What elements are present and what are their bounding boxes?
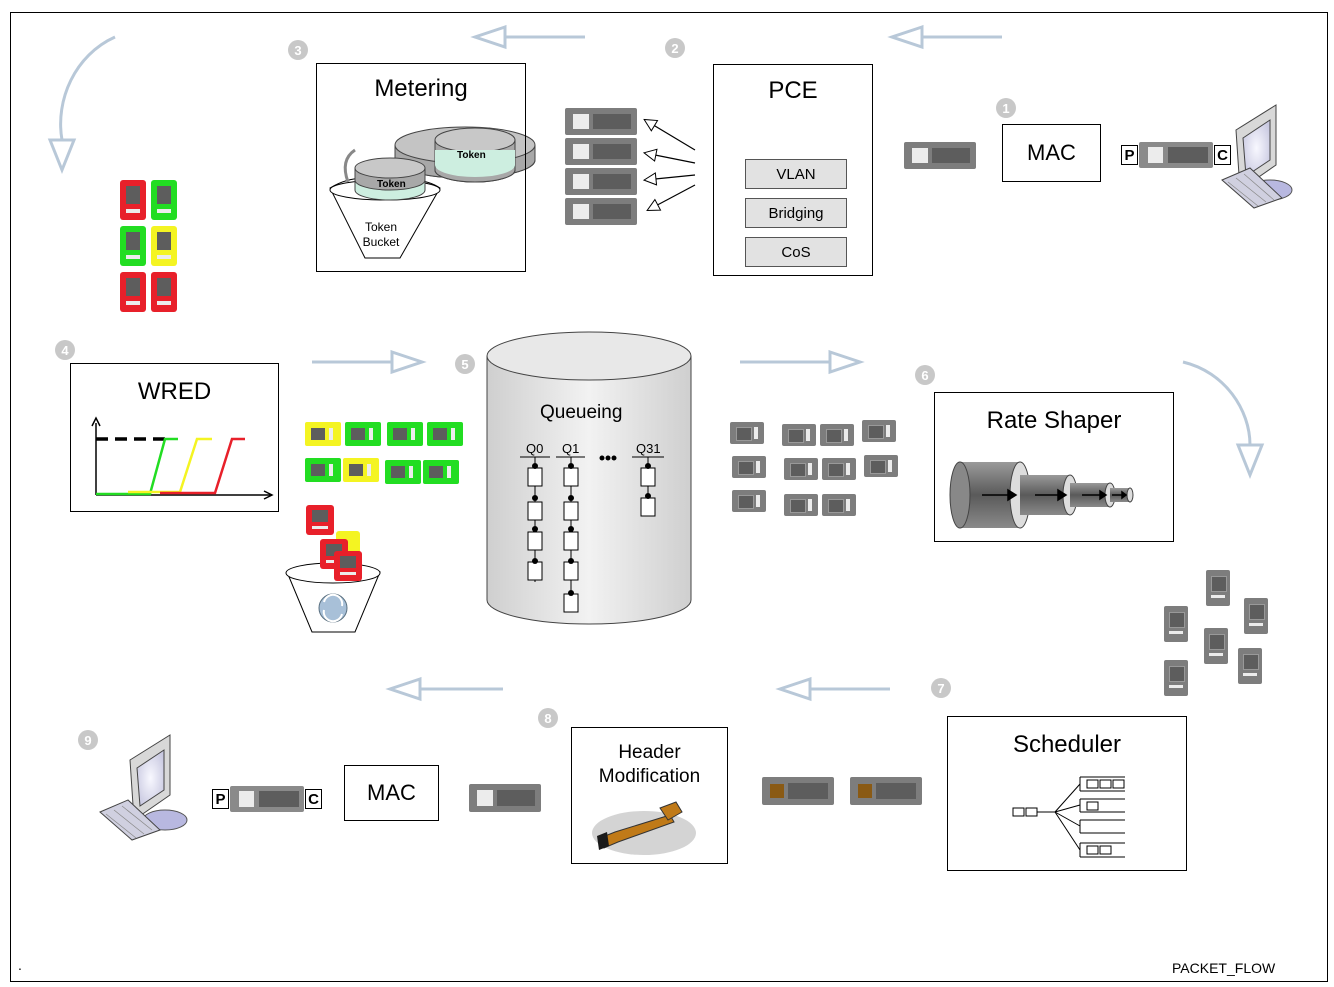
scheduled-packets bbox=[762, 777, 924, 807]
scheduler-title: Scheduler bbox=[1012, 731, 1122, 758]
queue-columns bbox=[520, 455, 664, 613]
flow-arrow-top-mid bbox=[470, 24, 585, 50]
figure-id-label: PACKET_FLOW bbox=[1172, 960, 1276, 976]
shaped-packets bbox=[1160, 568, 1270, 698]
flow-arrow-bottom-right bbox=[775, 676, 890, 702]
pce-cos: CoS bbox=[745, 237, 847, 267]
step-2-label: 2 bbox=[671, 41, 678, 56]
step-5-label: 5 bbox=[461, 357, 468, 372]
queue-cylinder bbox=[486, 331, 692, 625]
packet-mac-out bbox=[469, 784, 541, 812]
packet-stack-pce bbox=[565, 108, 637, 226]
frame-crc-top: C bbox=[1214, 145, 1231, 165]
wrench-icon bbox=[592, 801, 696, 855]
step-7-label: 7 bbox=[937, 681, 944, 696]
step-badges bbox=[55, 38, 1016, 750]
wred-box: WRED bbox=[70, 363, 279, 512]
header-mod-line1: Header bbox=[618, 742, 681, 763]
pce-title: PCE bbox=[768, 77, 818, 104]
token-bucket-label: Token Bucket bbox=[362, 220, 400, 249]
frame-body-bottom bbox=[230, 786, 304, 812]
flow-arrow-curve-left bbox=[47, 35, 116, 175]
queue-q1-label: Q1 bbox=[562, 441, 580, 456]
pce-fanout-arrows bbox=[645, 120, 696, 210]
pce-vlan: VLAN bbox=[745, 159, 847, 189]
scheduler-tree bbox=[1012, 776, 1125, 858]
rate-shaper-title: Rate Shaper bbox=[986, 407, 1122, 434]
computer-icon-destination bbox=[99, 734, 188, 841]
wred-output-packets bbox=[305, 422, 465, 488]
metered-packets bbox=[120, 180, 180, 314]
rate-shaper-box: Rate Shaper bbox=[934, 392, 1174, 542]
flow-arrow-wred-to-queue bbox=[312, 349, 427, 375]
footer-dot: . bbox=[18, 957, 22, 973]
packet-mac-in bbox=[904, 142, 976, 169]
step-badge-labels: 1 2 3 4 5 6 7 8 9 bbox=[61, 41, 1009, 748]
token-bucket-graphic bbox=[329, 126, 536, 259]
flow-arrow-queue-to-shaper bbox=[740, 349, 865, 375]
mac-in-title: MAC bbox=[1027, 140, 1076, 165]
frame-preamble-top: P bbox=[1121, 145, 1138, 165]
frame-crc-bottom: C bbox=[305, 789, 322, 809]
pce-box: PCE VLAN Bridging CoS bbox=[713, 64, 873, 276]
flow-arrow-bottom-left bbox=[385, 676, 503, 702]
metering-title: Metering bbox=[374, 75, 468, 102]
step-8-label: 8 bbox=[544, 711, 551, 726]
queued-output-packets bbox=[730, 418, 905, 518]
step-1-label: 1 bbox=[1002, 101, 1009, 116]
mac-out-title: MAC bbox=[367, 780, 416, 805]
dropped-packets bbox=[306, 505, 366, 585]
step-9-label: 9 bbox=[84, 733, 91, 748]
queue-q31-label: Q31 bbox=[636, 441, 661, 456]
pce-bridging: Bridging bbox=[745, 198, 847, 228]
token-label-front: Token bbox=[377, 179, 406, 190]
mac-in-box: MAC bbox=[1002, 124, 1101, 182]
computer-icon-source bbox=[1221, 104, 1293, 209]
flow-arrow-curve-right bbox=[1182, 360, 1265, 480]
queue-q0-label: Q0 bbox=[526, 441, 544, 456]
mac-out-box: MAC bbox=[344, 765, 439, 821]
step-6-label: 6 bbox=[921, 368, 928, 383]
wred-curve-graphic bbox=[91, 416, 274, 500]
header-mod-box: Header Modification bbox=[571, 727, 728, 864]
rate-shaper-pipes bbox=[949, 461, 1134, 529]
step-3-label: 3 bbox=[294, 43, 301, 58]
frame-body-top bbox=[1139, 142, 1213, 168]
flow-arrow-top-right bbox=[887, 24, 1002, 50]
header-mod-line2: Modification bbox=[598, 766, 701, 787]
metering-box: Metering bbox=[316, 63, 526, 272]
frame-preamble-bottom: P bbox=[212, 789, 229, 809]
token-label-back: Token bbox=[457, 150, 486, 161]
wred-title: WRED bbox=[137, 378, 212, 405]
scheduler-box: Scheduler bbox=[947, 716, 1187, 871]
step-4-label: 4 bbox=[61, 343, 69, 358]
queueing-title: Queueing bbox=[540, 402, 623, 423]
